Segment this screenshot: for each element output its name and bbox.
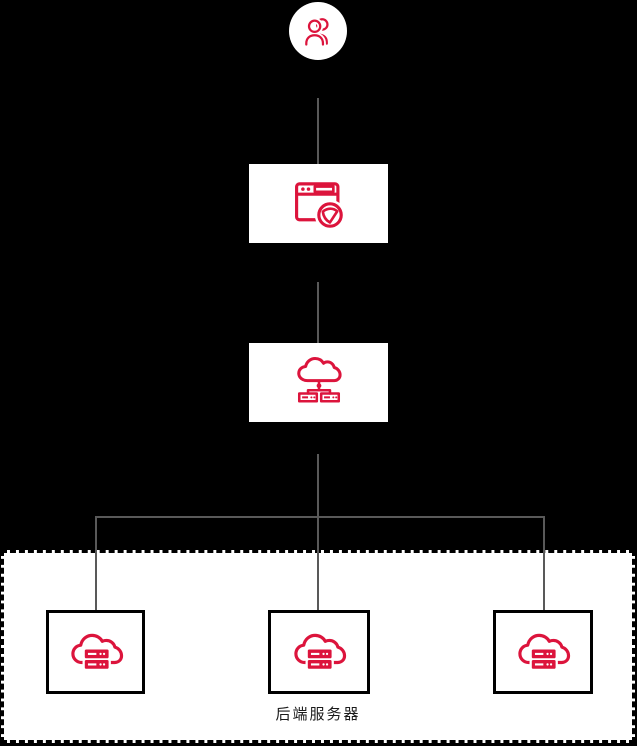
cloud-server-icon (294, 633, 347, 672)
cloud-network-icon (296, 356, 342, 402)
server-node-3[interactable] (493, 610, 593, 694)
server-node-2[interactable] (268, 610, 370, 694)
connector-branch-left (95, 516, 97, 610)
connector-browser-loadbalancer (317, 282, 319, 343)
connector-branch-middle (317, 516, 319, 611)
cloud-server-icon (518, 633, 571, 672)
cloud-server-icon (70, 633, 123, 672)
load-balancer-node[interactable] (249, 343, 388, 422)
browser-node[interactable] (249, 164, 388, 243)
server-node-1[interactable] (46, 610, 145, 694)
connector-user-browser (317, 98, 319, 164)
connector-branch-right (543, 516, 545, 610)
browser-icon (294, 181, 345, 230)
connector-branch-bar (95, 516, 545, 518)
user-node[interactable] (289, 2, 347, 60)
backend-servers-label: 后端服务器 (275, 706, 361, 723)
users-icon (303, 17, 329, 48)
connector-loadbalancer-stem (317, 454, 319, 517)
